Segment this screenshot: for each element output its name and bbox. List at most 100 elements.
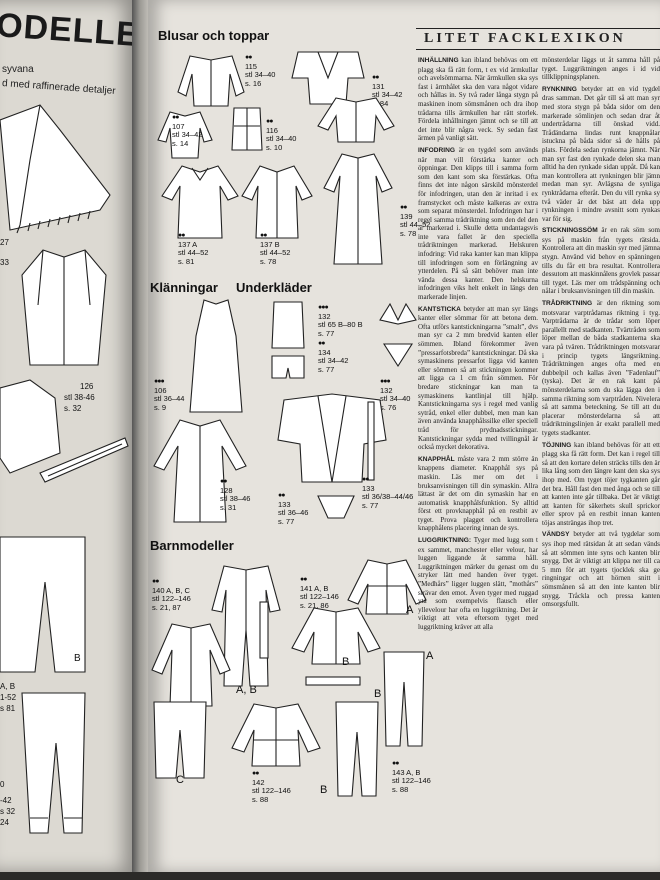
- lexicon-term: TÖJNING: [542, 441, 575, 449]
- lexicon-entry: INFODRING är en tygdel som används när m…: [418, 146, 538, 302]
- sketch-116-vest: [231, 107, 263, 151]
- lexicon-text: kan ibland behövas för att ett plagg ska…: [542, 440, 660, 527]
- left-label-1: 27: [0, 238, 9, 247]
- table-surface: [0, 872, 660, 880]
- lexicon-text: är den riktning som motsvarar varptrådar…: [542, 299, 660, 437]
- sketch-139-dress: [323, 153, 393, 265]
- sketch-letter-c: C: [176, 774, 184, 786]
- left-subtitle-1: syvana: [2, 64, 34, 75]
- left-label-8: 1-52: [0, 693, 17, 702]
- left-label-7: A, B: [0, 682, 16, 691]
- sketch-140-trousers: [153, 701, 207, 779]
- lexicon-column-2: mönsterdelar läggs ut åt samma håll på t…: [542, 56, 660, 868]
- sketch-140-jacket: [151, 623, 231, 707]
- left-label-4: stl 38-46: [64, 393, 95, 402]
- lexicon-term: TRÅDRIKTNING: [542, 300, 597, 308]
- lexicon-entry: mönsterdelar läggs ut åt samma håll på t…: [542, 56, 660, 82]
- left-page: ODELLER syvana d med raffinerade detalje…: [0, 0, 138, 872]
- sketch-141-jacket-a: [347, 559, 427, 615]
- sketch-scarf: [259, 601, 269, 659]
- lexicon-entry: TRÅDRIKTNING är den riktning som motsvar…: [542, 299, 660, 438]
- sketch-131-shirt: [317, 97, 395, 143]
- sketch-128-robe: [153, 419, 247, 523]
- lexicon-text: betyder att två tygdelar som sys ihop me…: [542, 530, 660, 609]
- lexicon-entry: INHÄLLNING kan ibland behövas om ett pla…: [418, 56, 538, 143]
- left-label-2: 33: [0, 258, 9, 267]
- left-subtitle-2: d med raffinerade detaljer: [1, 78, 116, 97]
- left-label-10: 0: [0, 780, 5, 789]
- sketch-belt: [305, 676, 361, 686]
- left-sketch-sweater: [0, 379, 129, 483]
- lexicon-entry: KNAPPHÅL måste vara 2 mm större än knapp…: [418, 455, 538, 533]
- lexicon-text: Tyger med lugg som t ex sammet, manchest…: [418, 536, 538, 631]
- lexicon-term: INHÄLLNING: [418, 57, 462, 64]
- section-title-blusar: Blusar och toppar: [158, 28, 270, 43]
- sketch-133-kimono: [277, 393, 387, 483]
- left-label-9: s 81: [0, 704, 16, 713]
- sketch-132-camisole: [271, 301, 305, 379]
- sketch-137a-top: [161, 165, 239, 239]
- lexicon-text: är en rak söm som sys på maskin från tyg…: [542, 226, 660, 296]
- lexicon-column-1: INHÄLLNING kan ibland behövas om ett pla…: [418, 56, 538, 868]
- lexicon-entry: LUGGRIKTNING: Tyger med lugg som t ex sa…: [418, 536, 538, 632]
- lexicon-text: betyder att en vid tygdel dras samman. D…: [542, 84, 660, 223]
- sketch-letter-b: B: [342, 656, 350, 668]
- lexicon-entry: RYNKNING betyder att en vid tygdel dras …: [542, 85, 660, 224]
- left-label-3: 126: [80, 382, 94, 391]
- sketch-106-dress: [189, 299, 243, 413]
- lexicon-term: VÄNDSY: [542, 531, 574, 539]
- sketch-letter-b3: B: [374, 688, 382, 700]
- sketch-briefs: [317, 495, 355, 519]
- sketch-letter-b2: B: [320, 784, 328, 796]
- left-sketch-trousers: [0, 536, 86, 673]
- lexicon-entry: VÄNDSY betyder att två tygdelar som sys …: [542, 530, 660, 608]
- lexicon-title: LITET FACKLEXIKON: [416, 28, 660, 50]
- sketch-141-jacket-b: [291, 607, 381, 665]
- sketch-107-blouse: [157, 111, 213, 159]
- section-title-klanningar: Klänningar: [150, 280, 218, 295]
- lexicon-entry: KANTSTICKA betyder att man syr längs kan…: [418, 305, 538, 452]
- section-title-barnmodeller: Barnmodeller: [150, 538, 234, 553]
- sketch-letter-ab: A, B: [236, 684, 257, 696]
- lexicon-text: mönsterdelar läggs ut åt samma håll på t…: [542, 56, 660, 82]
- left-label-12: s 32: [0, 807, 16, 816]
- lexicon-term: KANTSTICKA: [418, 305, 464, 313]
- sketch-115-jacket: [177, 55, 245, 107]
- lexicon-text: betyder att man syr längs kanter eller s…: [418, 304, 538, 452]
- lexicon-term: KNAPPHÅL: [418, 455, 458, 463]
- section-title-underklader: Underkläder: [236, 280, 312, 295]
- lexicon-text: kan ibland behövas om ett plagg ska få r…: [418, 56, 538, 143]
- left-sketch-coat: [21, 249, 107, 366]
- sketch-letter-a: A: [406, 604, 414, 616]
- left-page-heading: ODELLER: [0, 6, 138, 56]
- left-sketch-poncho: [0, 104, 111, 234]
- sketch-bra: [379, 302, 417, 368]
- sketch-142-jacket: [231, 703, 321, 767]
- left-sketch-leggings: [21, 692, 86, 834]
- sketch-143-trousers-b: [335, 701, 379, 797]
- lexicon-term: RYNKNING: [542, 85, 582, 93]
- sketch-letter-a2: A: [426, 650, 434, 662]
- left-label-11: -42: [0, 796, 12, 805]
- left-label-13: 24: [0, 818, 9, 827]
